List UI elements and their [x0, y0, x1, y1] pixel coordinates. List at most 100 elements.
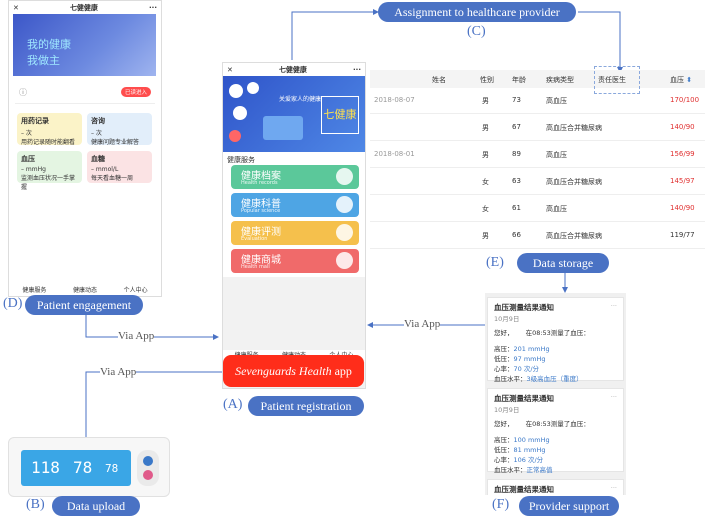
- user-2-icon[interactable]: [143, 470, 153, 480]
- row-bp: 156/99: [670, 150, 695, 158]
- user-1-icon[interactable]: [143, 456, 153, 466]
- notification-card[interactable]: 血压测量结果通知···10月9日: [487, 479, 624, 495]
- evaluation-icon: [336, 224, 353, 241]
- family-illustration: [263, 116, 303, 140]
- row-disease: 高血压: [546, 151, 567, 159]
- row-sex: 男: [482, 97, 489, 105]
- arrow-b-to-app: [85, 369, 247, 437]
- provider-support-screen: 血压测量结果通知···10月9日您好， 在08:53测量了血压：高压：201 m…: [485, 293, 626, 495]
- notification-date: 10月9日: [494, 406, 520, 414]
- systolic-readout: 118: [31, 458, 60, 477]
- reading-line: 低压：81 mmHg: [494, 446, 546, 454]
- row-disease: 高血压: [546, 97, 567, 105]
- sort-icon: ⬍: [686, 76, 693, 84]
- more-icon[interactable]: ···: [353, 65, 361, 74]
- row-disease: 高血压合并糖尿病: [546, 178, 602, 186]
- row-age: 63: [512, 177, 521, 185]
- service-evaluation[interactable]: 健康评测 Evaluation: [231, 221, 359, 245]
- row-sex: 男: [482, 124, 489, 132]
- banner-line1: 我的健康: [27, 38, 71, 51]
- measure-time: 在08:53测量了血压：: [525, 329, 590, 337]
- phone-d-tabbar: 健康服务 健康动态 个人中心: [9, 285, 161, 294]
- label-assignment: Assignment to healthcare provider: [378, 2, 576, 22]
- app-title: 七健健康: [278, 65, 307, 74]
- row-disease: 高血压合并糖尿病: [546, 232, 602, 240]
- tab-health-news[interactable]: 健康动态: [72, 287, 97, 294]
- tab-health-service[interactable]: 健康服务: [22, 287, 47, 294]
- measure-time: 在08:53测量了血压：: [525, 420, 590, 428]
- row-date: 2018-08-01: [374, 150, 415, 158]
- banner-slogan: 关爱家人的健康: [279, 96, 322, 103]
- row-disease: 高血压合并糖尿病: [546, 124, 602, 132]
- card-blood-sugar[interactable]: 血糖 – mmol/L 每天看血糖一周: [87, 151, 152, 183]
- greeting: 您好，: [494, 329, 514, 337]
- app-banner: 关爱家人的健康 七健康: [223, 76, 365, 152]
- col-doctor: 责任医生: [598, 76, 626, 84]
- banner: 我的健康 我做主: [13, 14, 156, 76]
- col-bp[interactable]: 血压 ⬍: [670, 76, 693, 84]
- greeting: 您好，: [494, 420, 514, 428]
- arrow-a-to-c: [291, 9, 379, 60]
- row-age: 66: [512, 231, 521, 239]
- row-age: 73: [512, 96, 521, 104]
- app-name-suffix: app: [331, 364, 352, 378]
- notification-card[interactable]: 血压测量结果通知···10月9日您好， 在08:53测量了血压：高压：201 m…: [487, 297, 624, 383]
- more-icon[interactable]: ···: [149, 3, 157, 12]
- close-icon[interactable]: ✕: [13, 3, 19, 12]
- service-panel: 健康服务 健康档案 Health records 健康科普 Popular sc…: [223, 152, 365, 277]
- arrow-c-to-table: [578, 11, 623, 73]
- card-blood-pressure[interactable]: 血压 – mmHg 监测血压状况一手掌握: [17, 151, 82, 191]
- edge-label-via-app-d: Via App: [118, 330, 155, 342]
- card-medication[interactable]: 用药记录 – 次 用药记录随时能翻看: [17, 113, 82, 146]
- records-icon: [336, 168, 353, 185]
- label-patient-registration: Patient registration: [248, 396, 364, 416]
- label-provider-support: Provider support: [519, 496, 619, 516]
- more-icon[interactable]: ···: [610, 302, 617, 310]
- banner-line2: 我做主: [27, 54, 60, 67]
- reading-line: 高压：100 mmHg: [494, 436, 550, 444]
- notification-card[interactable]: 血压测量结果通知 ··· 10月9日您好， 在08:53测量了血压： 高压：100 m…: [487, 388, 624, 474]
- notification-title: 血压测量结果通知: [494, 394, 554, 403]
- reading-line: 血压水平：3级高血压（重度）: [494, 375, 583, 383]
- medicine-icon: [233, 106, 247, 120]
- tab-profile[interactable]: 个人中心: [123, 287, 148, 294]
- close-icon[interactable]: ✕: [227, 65, 233, 74]
- monitor-buttons[interactable]: [137, 450, 159, 486]
- heart-icon: [229, 130, 241, 142]
- service-popular-science[interactable]: 健康科普 Popular science: [231, 193, 359, 217]
- label-d-letter: (D): [3, 296, 23, 311]
- service-health-records[interactable]: 健康档案 Health records: [231, 165, 359, 189]
- arrow-d-to-a: [85, 312, 219, 340]
- more-icon[interactable]: ···: [610, 484, 617, 492]
- patient-registration-screen: ✕ 七健健康 ··· 关爱家人的健康 七健康 健康服务 健康档案 Health …: [222, 62, 366, 389]
- app-name-banner: Sevenguards Health app: [223, 355, 364, 387]
- info-icon: ⓘ: [19, 88, 27, 97]
- notice-bar: ⓘ 已读进入: [15, 83, 155, 104]
- notice-button[interactable]: 已读进入: [120, 87, 151, 97]
- label-data-upload: Data upload: [52, 496, 140, 516]
- reading-line: 高压：201 mmHg: [494, 345, 550, 353]
- row-bp: 140/90: [670, 123, 695, 131]
- row-sex: 女: [482, 205, 489, 213]
- app-title: 七健健康: [69, 3, 98, 12]
- monitor-display: 118 78 78: [21, 450, 131, 486]
- more-icon[interactable]: ···: [610, 393, 617, 401]
- patient-engagement-screen: ✕ 七健健康 ··· 我的健康 我做主 ⓘ 已读进入 用药记录 – 次 用药记录…: [8, 0, 162, 297]
- diastolic-readout: 78: [73, 458, 93, 477]
- col-disease: 疾病类型: [546, 76, 574, 84]
- service-health-mall[interactable]: 健康商城 Health mall: [231, 249, 359, 273]
- row-age: 89: [512, 150, 521, 158]
- card-consult[interactable]: 咨询 – 次 健康问题专业解答: [87, 113, 152, 146]
- label-data-storage: Data storage: [517, 253, 609, 273]
- banner-logo-text: 七健康: [321, 96, 359, 134]
- col-sex: 性别: [480, 76, 494, 84]
- row-bp: 140/90: [670, 204, 695, 212]
- row-bp: 145/97: [670, 177, 695, 185]
